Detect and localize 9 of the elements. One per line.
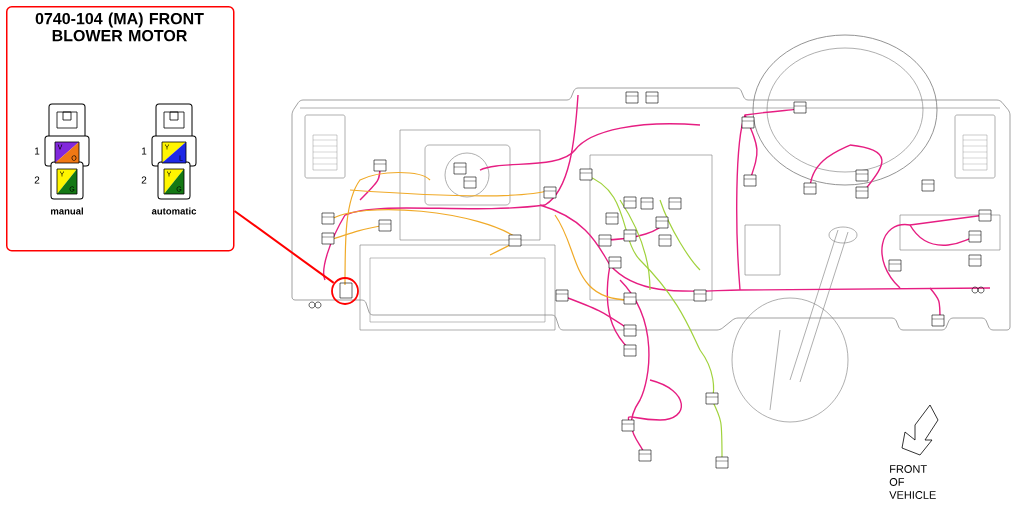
leader-line [233,209,335,284]
direction-label: FRONT OF VEHICLE [889,465,936,499]
pin-number: 2 [141,176,147,184]
pin-number: 1 [142,147,147,155]
connector-label: automatic [151,207,197,215]
highlight-circle [331,277,359,305]
connector-label: manual [51,207,83,215]
pin-number: 2 [34,176,40,184]
pin-number: 1 [35,147,40,155]
